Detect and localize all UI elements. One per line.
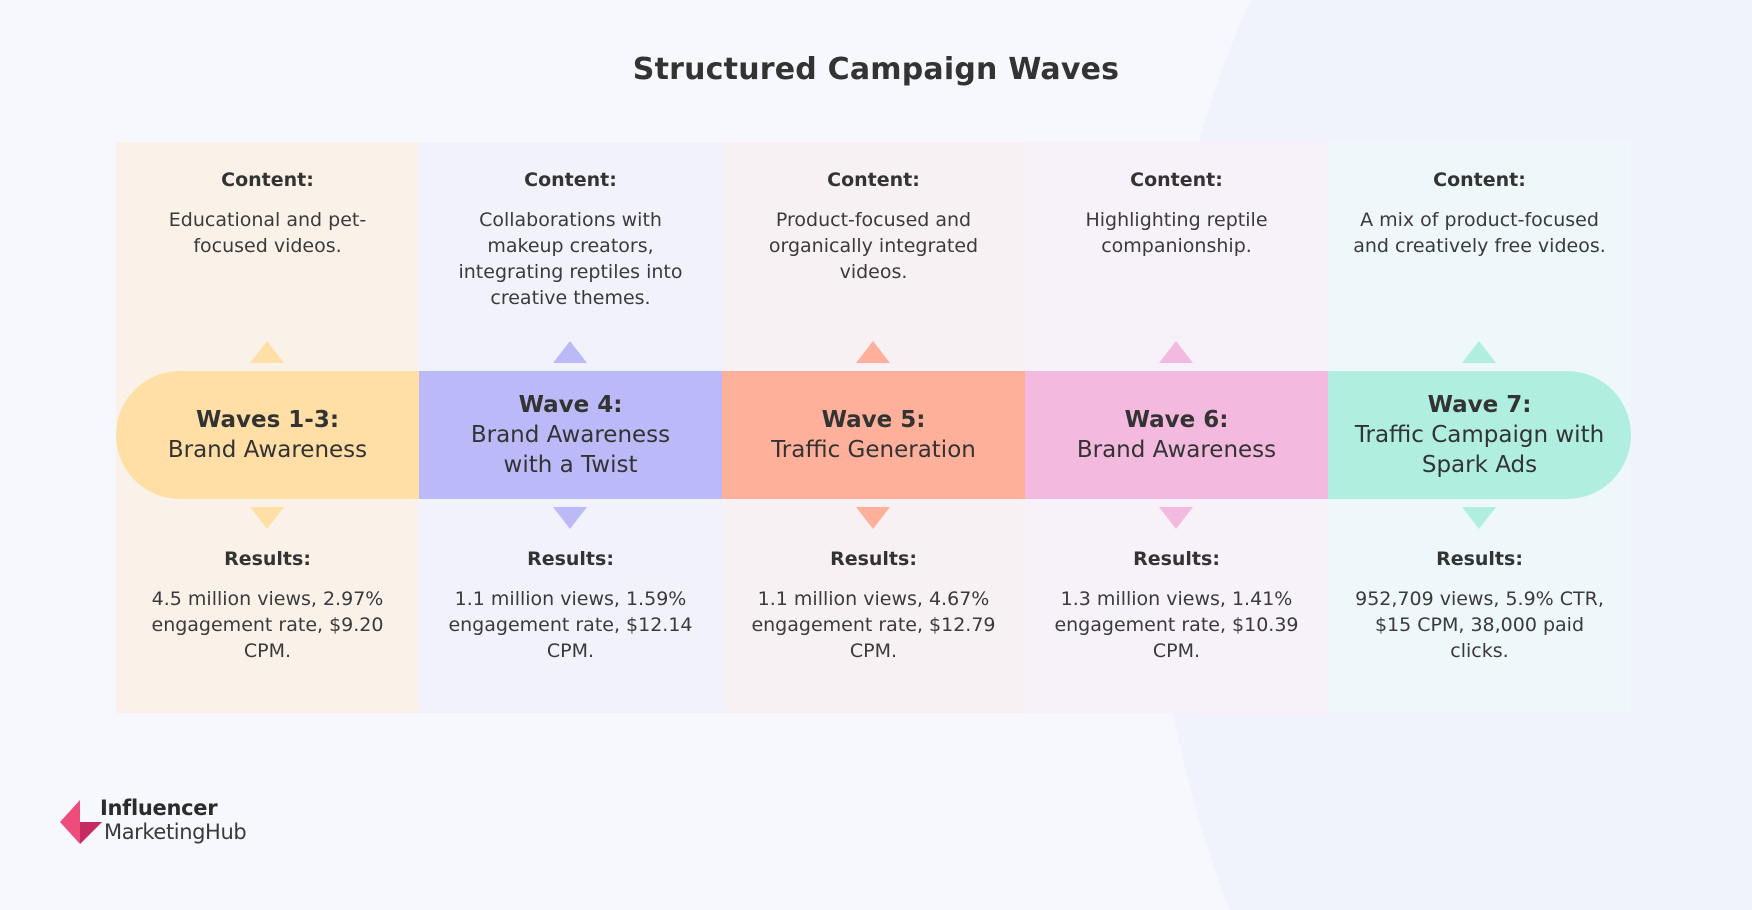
triangle-down-icon xyxy=(1159,507,1193,529)
page-title: Structured Campaign Waves xyxy=(632,52,1120,87)
wave-goal: Traffic Generation xyxy=(771,437,976,463)
triangle-up-icon xyxy=(1462,341,1496,363)
content-text: Educational and pet-focused videos. xyxy=(168,209,367,257)
content-text: Product-focused and organically integrat… xyxy=(768,209,979,283)
results-heading: Results: xyxy=(830,548,917,570)
wave-band: Wave 4: Brand Awareness with a Twist xyxy=(419,371,722,499)
results-block: Results: 1.1 million views, 4.67% engage… xyxy=(722,546,1025,664)
results-heading: Results: xyxy=(527,548,614,570)
results-text: 4.5 million views, 2.97% engagement rate… xyxy=(151,588,384,662)
wave-band: Waves 1-3: Brand Awareness xyxy=(116,371,419,499)
content-heading: Content: xyxy=(1433,169,1526,191)
triangle-down-icon xyxy=(856,507,890,529)
results-text: 1.1 million views, 1.59% engagement rate… xyxy=(448,588,693,662)
content-block: Content: Highlighting reptile companions… xyxy=(1025,167,1328,259)
content-heading: Content: xyxy=(524,169,617,191)
content-text: Collaborations with makeup creators, int… xyxy=(458,209,683,309)
logo-right-facet xyxy=(80,822,102,844)
results-text: 1.3 million views, 1.41% engagement rate… xyxy=(1054,588,1299,662)
triangle-down-icon xyxy=(250,507,284,529)
content-heading: Content: xyxy=(827,169,920,191)
wave-band: Wave 6: Brand Awareness xyxy=(1025,371,1328,499)
wave-goal: Traffic Campaign with Spark Ads xyxy=(1354,422,1605,478)
logo-text-marketinghub: MarketingHub xyxy=(104,820,247,844)
content-block: Content: A mix of product-focused and cr… xyxy=(1328,167,1631,259)
wave-column-1: Content: Educational and pet-focused vid… xyxy=(116,142,419,713)
triangle-up-icon xyxy=(1159,341,1193,363)
wave-goal: Brand Awareness xyxy=(1076,437,1277,463)
content-block: Content: Educational and pet-focused vid… xyxy=(116,167,419,259)
results-text: 1.1 million views, 4.67% engagement rate… xyxy=(751,588,996,662)
content-heading: Content: xyxy=(221,169,314,191)
content-block: Content: Collaborations with makeup crea… xyxy=(419,167,722,311)
wave-band: Wave 5: Traffic Generation xyxy=(722,371,1025,499)
wave-name: Wave 5: xyxy=(821,407,926,433)
logo-text-influencer: Influencer xyxy=(100,796,218,820)
results-block: Results: 1.3 million views, 1.41% engage… xyxy=(1025,546,1328,664)
triangle-up-icon xyxy=(856,341,890,363)
wave-name: Wave 7: xyxy=(1427,392,1532,418)
results-block: Results: 952,709 views, 5.9% CTR, $15 CP… xyxy=(1328,546,1631,664)
content-block: Content: Product-focused and organically… xyxy=(722,167,1025,285)
influencer-marketing-hub-logo: Influencer MarketingHub xyxy=(58,796,268,848)
wave-column-5: Content: A mix of product-focused and cr… xyxy=(1328,142,1631,713)
wave-goal: Brand Awareness xyxy=(167,437,368,463)
wave-name: Wave 4: xyxy=(518,392,623,418)
waves-timeline: Content: Educational and pet-focused vid… xyxy=(116,142,1631,713)
influencer-marketing-hub-diamond-icon xyxy=(60,800,102,844)
results-heading: Results: xyxy=(1133,548,1220,570)
content-text: Highlighting reptile companionship. xyxy=(1085,209,1268,257)
wave-column-4: Content: Highlighting reptile companions… xyxy=(1025,142,1328,713)
results-heading: Results: xyxy=(1436,548,1523,570)
wave-band: Wave 7: Traffic Campaign with Spark Ads xyxy=(1328,371,1631,499)
wave-column-3: Content: Product-focused and organically… xyxy=(722,142,1025,713)
wave-column-2: Content: Collaborations with makeup crea… xyxy=(419,142,722,713)
triangle-down-icon xyxy=(1462,507,1496,529)
results-text: 952,709 views, 5.9% CTR, $15 CPM, 38,000… xyxy=(1355,588,1604,662)
triangle-down-icon xyxy=(553,507,587,529)
results-block: Results: 4.5 million views, 2.97% engage… xyxy=(116,546,419,664)
content-text: A mix of product-focused and creatively … xyxy=(1353,209,1606,257)
wave-name: Waves 1-3: xyxy=(195,407,340,433)
triangle-up-icon xyxy=(553,341,587,363)
results-block: Results: 1.1 million views, 1.59% engage… xyxy=(419,546,722,664)
wave-name: Wave 6: xyxy=(1124,407,1229,433)
triangle-up-icon xyxy=(250,341,284,363)
content-heading: Content: xyxy=(1130,169,1223,191)
wave-goal: Brand Awareness with a Twist xyxy=(470,422,671,478)
results-heading: Results: xyxy=(224,548,311,570)
